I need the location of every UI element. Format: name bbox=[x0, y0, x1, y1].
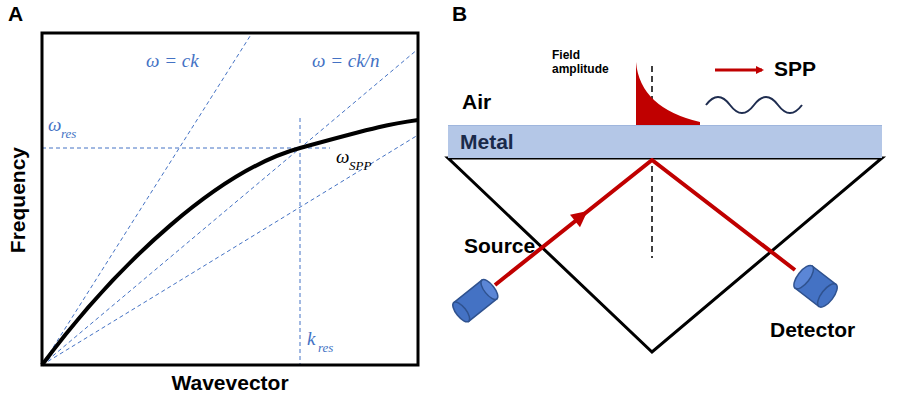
symbol: ω bbox=[336, 146, 349, 168]
metal-layer: Metal bbox=[448, 125, 882, 158]
subscript: res bbox=[318, 341, 333, 356]
dispersion-curve bbox=[42, 120, 418, 365]
line-label: ω = ck/n bbox=[312, 50, 379, 72]
dashed-guides bbox=[42, 33, 418, 365]
prism bbox=[448, 158, 882, 352]
wave-label: SPP bbox=[774, 57, 816, 81]
medium-label: Air bbox=[462, 90, 491, 114]
annotation: Field amplitude bbox=[552, 48, 618, 77]
symbol: k bbox=[307, 328, 315, 350]
axis-title: Frequency bbox=[6, 147, 30, 253]
detector-device bbox=[790, 262, 840, 310]
spp-wave bbox=[706, 97, 802, 113]
device-label: Source bbox=[464, 234, 535, 258]
panel-letter: A bbox=[8, 2, 23, 26]
line-label: ω = ck bbox=[146, 50, 199, 72]
source-device bbox=[450, 277, 501, 324]
panel-letter: B bbox=[452, 2, 467, 26]
beam-arrowhead bbox=[570, 205, 592, 227]
symbol: ω bbox=[48, 114, 61, 136]
plot-frame bbox=[42, 33, 418, 365]
spp-arrow bbox=[715, 69, 762, 72]
subscript: SPP bbox=[349, 159, 371, 174]
field-profile bbox=[636, 62, 700, 125]
layer-label: Metal bbox=[460, 130, 514, 154]
subscript: res bbox=[61, 127, 76, 142]
axis-title: Wavevector bbox=[171, 371, 288, 395]
light-beam bbox=[495, 160, 795, 285]
device-label: Detector bbox=[770, 318, 855, 342]
